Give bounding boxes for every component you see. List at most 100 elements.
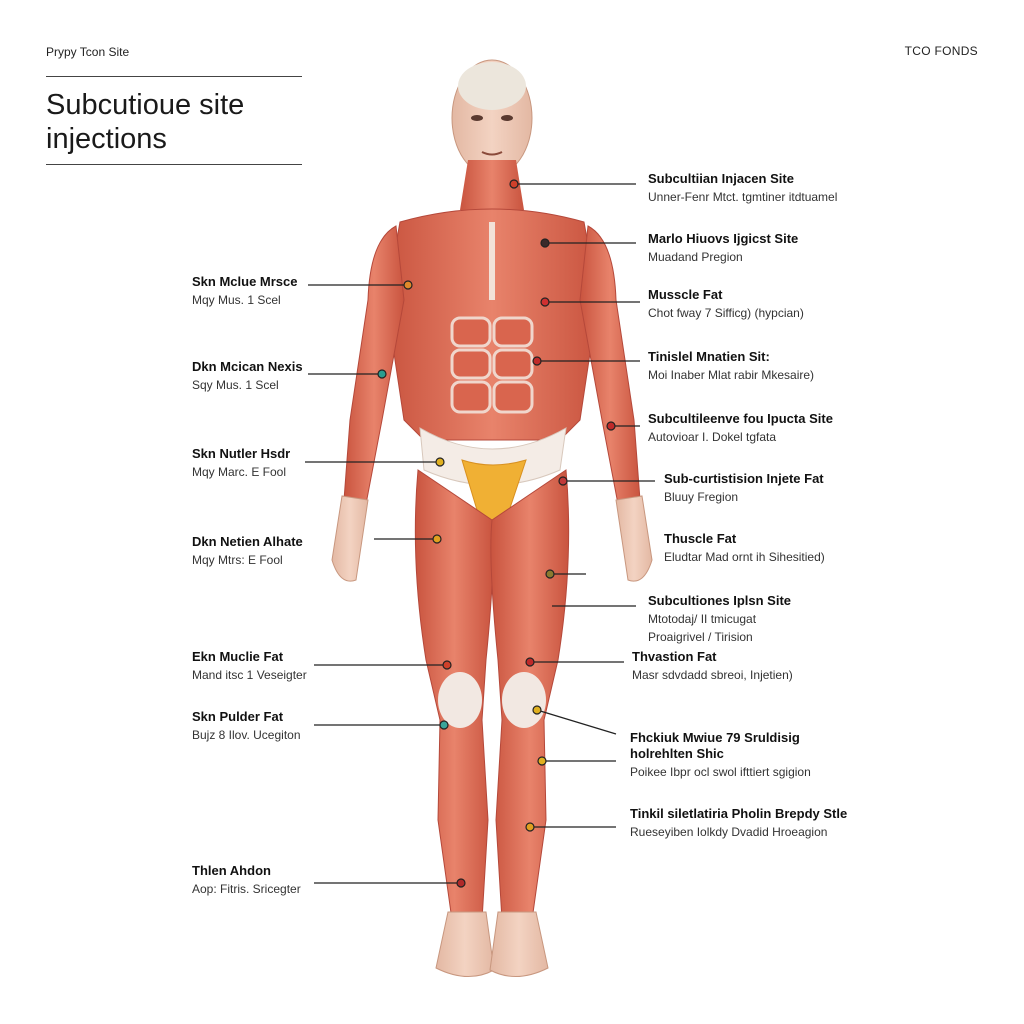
label-right-5: Subcultileenve fou Ipucta Site Autovioar… xyxy=(648,411,833,445)
right-eye xyxy=(501,115,513,121)
label-subtitle: Masr sdvdadd sbreoi, Injetien) xyxy=(632,668,793,682)
label-title: Skn Pulder Fat xyxy=(192,709,284,724)
label-title: Skn Nutler Hsdr xyxy=(192,446,291,461)
label-title: Ekn Muclie Fat xyxy=(192,649,284,664)
label-subtitle: Rueseyiben Iolkdy Dvadid Hroeagion xyxy=(630,825,828,839)
marker-right-12 xyxy=(525,822,535,832)
label-title: Thlen Ahdon xyxy=(192,863,271,878)
label-subtitle-2: Proaigrivel / Tirision xyxy=(648,630,753,644)
left-hand xyxy=(615,495,653,582)
label-title: Thuscle Fat xyxy=(664,531,737,546)
left-foot xyxy=(489,911,549,977)
label-left-7: Thlen Ahdon Aop: Fitris. Sricegter xyxy=(192,863,301,897)
left-eye xyxy=(471,115,483,121)
label-subtitle: Mtotodaj/ II tmicugat xyxy=(648,612,757,626)
marker-right-10 xyxy=(532,705,542,715)
label-title: Subcultileenve fou Ipucta Site xyxy=(648,411,833,426)
right-leaders xyxy=(514,183,655,828)
label-right-3: Musscle Fat Chot fway 7 Sifficg) (hypcia… xyxy=(648,287,804,321)
skull-top xyxy=(458,62,526,110)
page-title-line-2: injections xyxy=(46,123,167,155)
marker-right-7 xyxy=(545,569,555,579)
label-subtitle: Moi Inaber Mlat rabir Mkesaire) xyxy=(648,368,815,382)
label-subtitle: Sqy Mus. 1 Scel xyxy=(192,378,279,392)
marker-left-4 xyxy=(432,534,442,544)
label-subtitle: Unner-Fenr Mtct. tgmtiner itdtuamel xyxy=(648,190,838,204)
title-bottom-rule xyxy=(46,164,302,165)
left-knee xyxy=(502,672,546,728)
left-leaders xyxy=(305,284,461,884)
label-right-1: Subcultiian Injacen Site Unner-Fenr Mtct… xyxy=(648,171,837,205)
label-right-2: Marlo Hiuovs Ijgicst Site Muadand Pregio… xyxy=(648,231,798,265)
marker-right-6 xyxy=(558,476,568,486)
label-title: Musscle Fat xyxy=(648,287,723,302)
marker-left-5 xyxy=(442,660,452,670)
label-subtitle: Poikee Ibpr ocl swol ifttiert sgigion xyxy=(630,765,811,779)
marker-right-2 xyxy=(540,238,550,248)
label-right-11: Tinkil siletlatiria Pholin Brepdy Stle R… xyxy=(630,806,847,840)
label-right-4: Tinislel Mnatien Sit: Moi Inaber Mlat ra… xyxy=(648,349,814,383)
header-left-text: Prypy Tcon Site xyxy=(46,45,130,59)
header-right-text: TCO FONDS xyxy=(904,44,978,58)
label-title: Subcultiian Injacen Site xyxy=(648,171,794,186)
label-left-1: Skn Mclue Mrsce Mqy Mus. 1 Scel xyxy=(192,274,298,308)
label-right-7: Thuscle Fat Eludtar Mad ornt ih Sihesiti… xyxy=(664,531,825,565)
torso xyxy=(385,208,599,441)
left-arm xyxy=(579,225,641,505)
label-left-2: Dkn Mcican Nexis Sqy Mus. 1 Scel xyxy=(192,359,303,393)
marker-right-1 xyxy=(509,179,519,189)
marker-left-7 xyxy=(456,878,466,888)
label-subtitle: Eludtar Mad ornt ih Sihesitied) xyxy=(664,550,825,564)
label-title: Subcultiones Iplsn Site xyxy=(648,593,792,608)
label-title: Tinkil siletlatiria Pholin Brepdy Stle xyxy=(630,806,848,821)
label-title: Skn Mclue Mrsce xyxy=(192,274,298,289)
marker-left-1 xyxy=(403,280,413,290)
page-title-line-1: Subcutioue site xyxy=(46,89,245,121)
label-subtitle: Mqy Mtrs: E Fool xyxy=(192,553,283,567)
marker-right-5 xyxy=(606,421,616,431)
marker-right-4 xyxy=(532,356,542,366)
label-left-5: Ekn Muclie Fat Mand itsc 1 Veseigter xyxy=(192,649,307,683)
pelvis-band xyxy=(419,427,567,486)
label-title: Dkn Netien Alhate xyxy=(192,534,303,549)
label-subtitle: Chot fway 7 Sifficg) (hypcian) xyxy=(648,306,804,320)
marker-left-2 xyxy=(377,369,387,379)
injection-markers xyxy=(377,179,616,888)
label-title-2: holrehlten Shic xyxy=(630,746,724,761)
neck xyxy=(460,160,524,210)
leader-line-right-10 xyxy=(536,709,617,735)
mouth xyxy=(481,151,503,156)
label-right-9: Thvastion Fat Masr sdvdadd sbreoi, Injet… xyxy=(632,649,793,683)
marker-right-3 xyxy=(540,297,550,307)
marker-left-6 xyxy=(439,720,449,730)
label-right-10: Fhckiuk Mwiue 79 Sruldisig holrehlten Sh… xyxy=(630,730,811,780)
label-title: Tinislel Mnatien Sit: xyxy=(648,349,770,364)
body-outline xyxy=(331,59,653,977)
label-title: Dkn Mcican Nexis xyxy=(192,359,303,374)
title-top-rule xyxy=(46,76,302,77)
abdominal-muscles xyxy=(450,316,534,414)
label-left-3: Skn Nutler Hsdr Mqy Marc. E Fool xyxy=(192,446,290,480)
label-title: Marlo Hiuovs Ijgicst Site xyxy=(648,231,799,246)
label-title: Fhckiuk Mwiue 79 Sruldisig xyxy=(630,730,800,745)
label-right-8: Subcultiones Iplsn Site Mtotodaj/ II tmi… xyxy=(648,593,791,645)
page-title: Subcutioue site injections xyxy=(46,88,244,156)
label-right-6: Sub-curtistision Injete Fat Bluuy Fregio… xyxy=(664,471,824,505)
label-subtitle: Mqy Mus. 1 Scel xyxy=(192,293,281,307)
label-title: Thvastion Fat xyxy=(632,649,717,664)
right-knee xyxy=(438,672,482,728)
label-subtitle: Bluuy Fregion xyxy=(664,490,739,504)
label-subtitle: Bujz 8 Ilov. Ucegiton xyxy=(192,728,301,742)
marker-right-9 xyxy=(525,657,535,667)
marker-left-3 xyxy=(435,457,445,467)
label-subtitle: Autovioar I. Dokel tgfata xyxy=(648,430,777,444)
label-left-4: Dkn Netien Alhate Mqy Mtrs: E Fool xyxy=(192,534,303,568)
marker-right-11 xyxy=(537,756,547,766)
right-foot xyxy=(435,911,495,977)
right-hand xyxy=(331,495,369,582)
label-subtitle: Mqy Marc. E Fool xyxy=(192,465,287,479)
label-subtitle: Mand itsc 1 Veseigter xyxy=(192,668,307,682)
label-subtitle: Aop: Fitris. Sricegter xyxy=(192,882,301,896)
label-title: Sub-curtistision Injete Fat xyxy=(664,471,824,486)
